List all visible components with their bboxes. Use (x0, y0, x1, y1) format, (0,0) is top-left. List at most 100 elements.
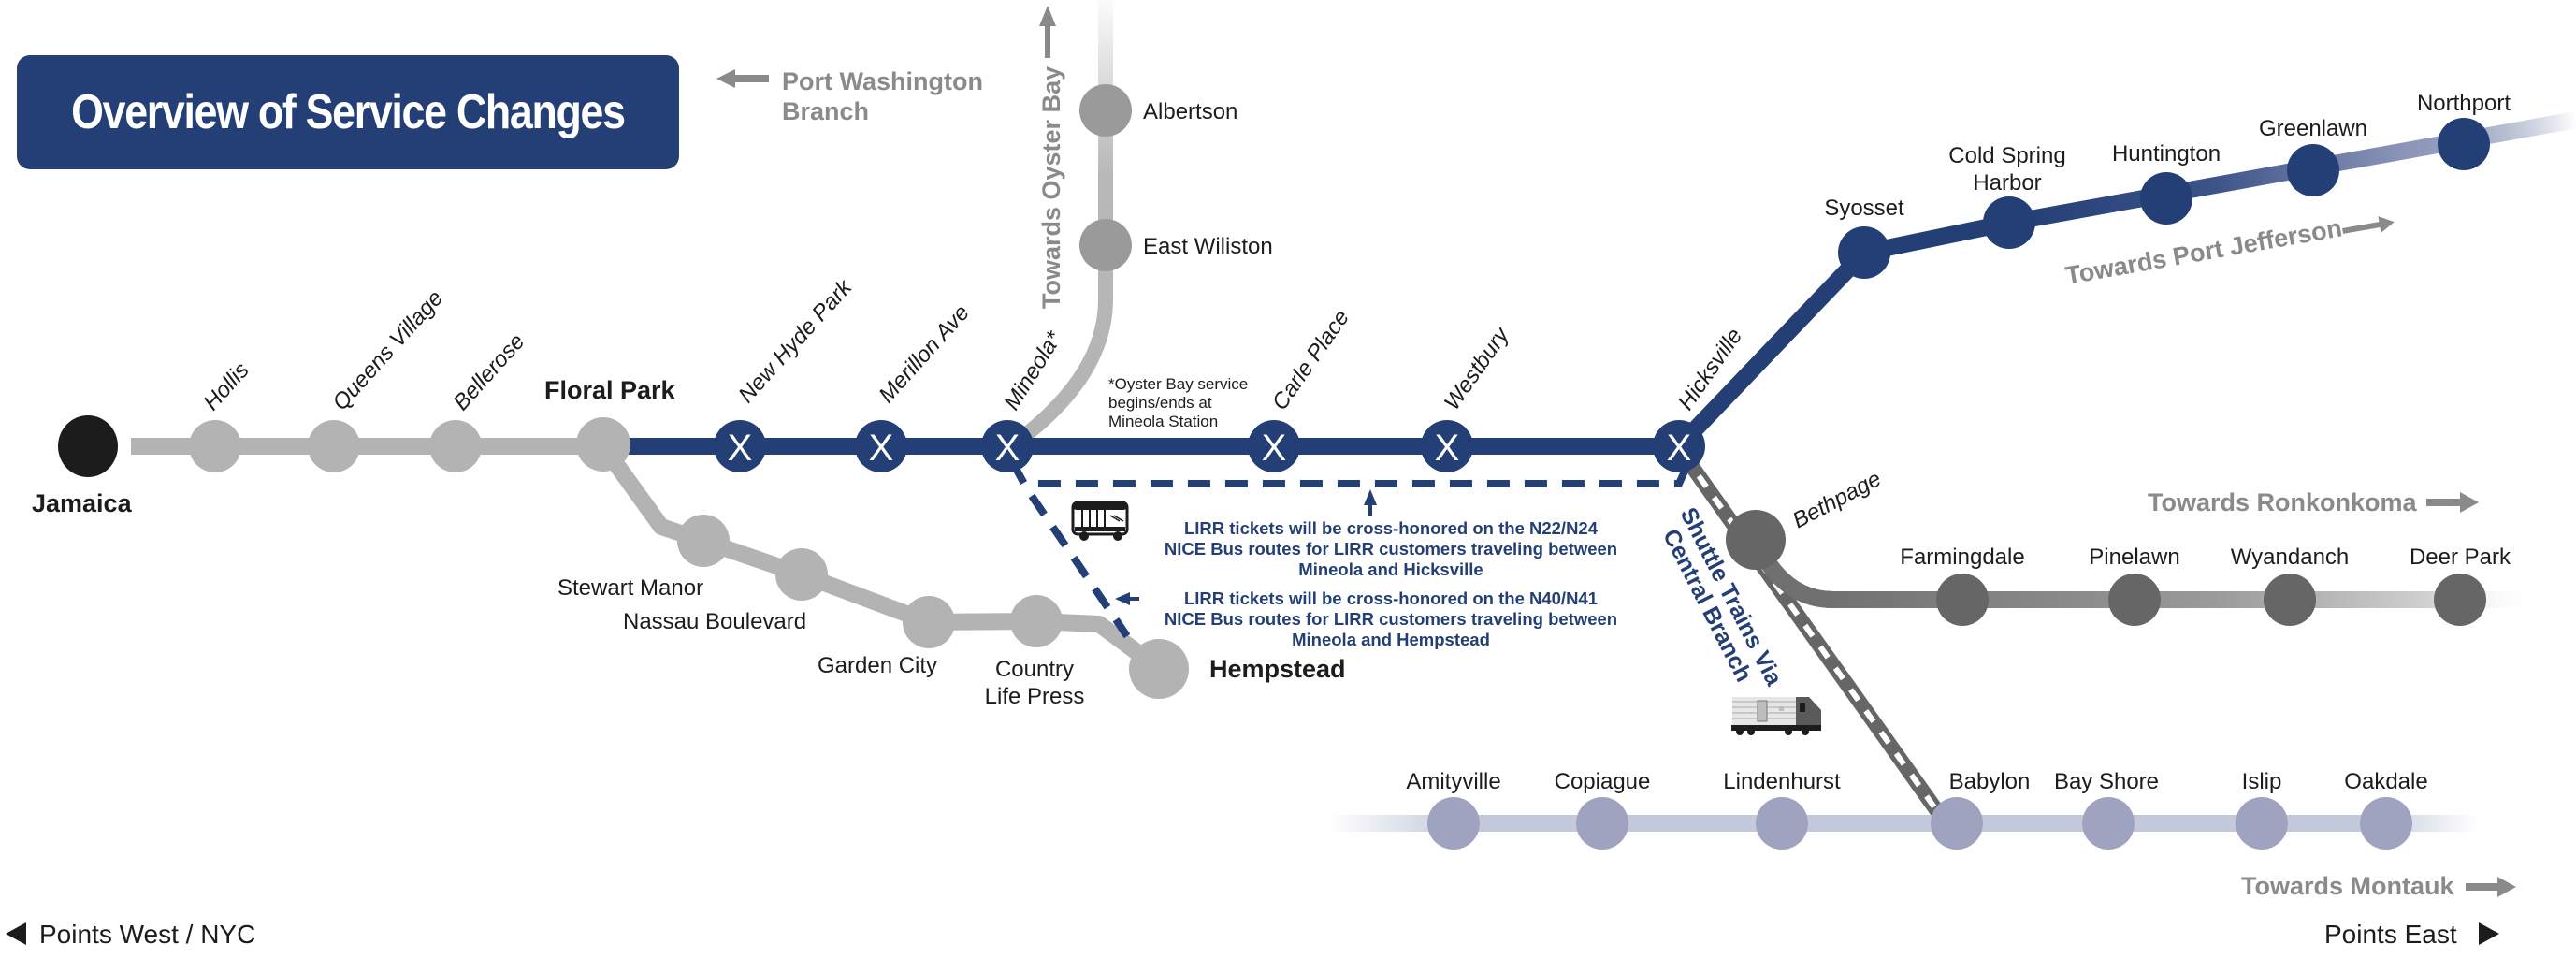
station-label-copiague: Copiague (1555, 769, 1651, 794)
ronkonkoma-direction-label: Towards Ronkonkoma (2148, 488, 2418, 516)
station-merillon-ave[interactable]: X (855, 420, 907, 472)
station-nassau-boulevard[interactable] (775, 548, 828, 601)
station-floral-park[interactable] (576, 417, 630, 472)
bus-note-hempstead-line-1: LIRR tickets will be cross-honored on th… (1184, 588, 1598, 608)
port-washington-direction: Port Washington Branch (716, 67, 983, 125)
station-label-queens-village: Queens Village (327, 285, 448, 415)
station-label-lindenhurst: Lindenhurst (1723, 769, 1841, 794)
station-syosset[interactable] (1838, 226, 1890, 279)
station-cold-spring-harbor[interactable] (1983, 196, 2035, 249)
station-islip[interactable] (2236, 797, 2288, 850)
station-label-hollis: Hollis (198, 357, 253, 415)
station-amityville[interactable] (1427, 797, 1480, 850)
station-greenlawn[interactable] (2287, 144, 2339, 196)
station-hempstead[interactable] (1129, 639, 1189, 699)
bus-note-hicksville: LIRR tickets will be cross-honored on th… (1165, 518, 1617, 579)
station-wyandanch[interactable] (2264, 574, 2316, 626)
station-label-new-hyde-park: New Hyde Park (733, 274, 858, 408)
station-label-wyandanch: Wyandanch (2231, 545, 2350, 570)
station-deer-park[interactable] (2434, 574, 2486, 626)
station-label-hicksville: Hicksville (1673, 324, 1747, 414)
triangle-right-icon (2479, 922, 2499, 945)
station-label-deer-park: Deer Park (2410, 545, 2511, 570)
station-label-northport: Northport (2417, 91, 2511, 116)
station-stewart-manor[interactable] (677, 515, 730, 567)
oyster-bay-branch: Towards Oyster Bay Albertson East Wilist… (1015, 0, 1273, 446)
station-label-country-life-press-1: Country (995, 657, 1074, 682)
points-east: Points East (2324, 920, 2499, 949)
station-label-country-life-press-2: Life Press (985, 684, 1085, 709)
train-icon (1731, 697, 1821, 735)
station-country-life-press[interactable] (1010, 595, 1063, 647)
port-jefferson-stations: Syosset Cold Spring Harbor Huntington Gr… (1824, 91, 2511, 279)
points-west: Points West / NYC (6, 920, 255, 949)
title-banner: Overview of Service Changes (17, 55, 679, 169)
bus-icon (1071, 501, 1129, 541)
bus-note-hicksville-line-2: NICE Bus routes for LIRR customers trave… (1165, 539, 1617, 559)
points-east-label: Points East (2324, 920, 2457, 949)
station-label-greenlawn: Greenlawn (2259, 116, 2367, 141)
station-new-hyde-park[interactable]: X (714, 420, 766, 472)
port-washington-label-2: Branch (782, 97, 869, 125)
station-oakdale[interactable] (2360, 797, 2412, 850)
station-label-albertson: Albertson (1143, 99, 1237, 124)
station-pinelawn[interactable] (2108, 574, 2161, 626)
port-washington-label-1: Port Washington (782, 67, 983, 95)
bus-route-hicksville (1009, 461, 1692, 487)
oyster-bay-note-line-2: begins/ends at (1108, 394, 1212, 412)
station-label-jamaica: Jamaica (32, 489, 133, 517)
station-farmingdale[interactable] (1936, 574, 1989, 626)
station-copiague[interactable] (1576, 797, 1628, 850)
station-mineola[interactable]: X (981, 420, 1034, 472)
station-label-babylon: Babylon (1949, 769, 2031, 794)
closed-x-icon: X (995, 428, 1020, 469)
arrow-up-icon (1039, 6, 1056, 58)
closed-x-icon: X (1667, 428, 1692, 469)
station-lindenhurst[interactable] (1756, 797, 1808, 850)
station-queens-village[interactable] (308, 420, 360, 472)
station-jamaica[interactable] (58, 415, 118, 477)
babylon-stations: Amityville Copiague Lindenhurst Babylon … (1406, 769, 2428, 850)
station-northport[interactable] (2438, 118, 2490, 170)
arrow-left-icon (1115, 592, 1139, 605)
arrow-right-icon (2426, 492, 2479, 513)
bus-note-hempstead-line-2: NICE Bus routes for LIRR customers trave… (1165, 609, 1617, 629)
closed-x-icon: X (728, 428, 753, 469)
station-label-bellerose: Bellerose (448, 329, 529, 415)
station-label-oakdale: Oakdale (2344, 769, 2427, 794)
oyster-bay-line (1015, 0, 1113, 446)
station-carle-place[interactable]: X (1248, 420, 1300, 472)
station-east-wiliston[interactable] (1079, 219, 1132, 271)
arrow-right-icon (2342, 216, 2395, 234)
station-huntington[interactable] (2140, 172, 2192, 225)
station-westbury[interactable]: X (1421, 420, 1473, 472)
montauk-direction: Towards Montauk (2241, 872, 2516, 900)
closed-x-icon: X (1262, 428, 1287, 469)
bus-route-hempstead (1028, 493, 1131, 639)
station-bethpage[interactable] (1726, 510, 1786, 570)
station-albertson[interactable] (1079, 84, 1132, 137)
triangle-left-icon (6, 922, 26, 945)
bus-note-hicksville-line-1: LIRR tickets will be cross-honored on th… (1184, 518, 1599, 538)
station-garden-city[interactable] (903, 596, 955, 648)
station-label-garden-city: Garden City (818, 653, 937, 678)
station-label-carle-place: Carle Place (1267, 305, 1354, 414)
station-bay-shore[interactable] (2082, 797, 2135, 850)
station-label-huntington: Huntington (2112, 141, 2221, 167)
station-label-stewart-manor: Stewart Manor (557, 575, 703, 601)
montauk-direction-label: Towards Montauk (2241, 872, 2454, 900)
station-label-bethpage: Bethpage (1788, 466, 1885, 533)
arrow-right-icon (2466, 877, 2516, 897)
station-label-merillon-ave: Merillon Ave (874, 300, 975, 408)
closed-x-icon: X (869, 428, 894, 469)
station-bellerose[interactable] (429, 420, 482, 472)
station-label-amityville: Amityville (1406, 769, 1500, 794)
station-babylon[interactable] (1931, 797, 1983, 850)
oyster-bay-note: *Oyster Bay service begins/ends at Mineo… (1108, 375, 1248, 430)
station-hollis[interactable] (189, 420, 241, 472)
hempstead-branch-line (596, 441, 1163, 675)
oyster-bay-note-line-3: Mineola Station (1108, 413, 1218, 430)
station-hicksville[interactable]: X (1653, 420, 1705, 472)
station-label-nassau-boulevard: Nassau Boulevard (623, 609, 806, 634)
